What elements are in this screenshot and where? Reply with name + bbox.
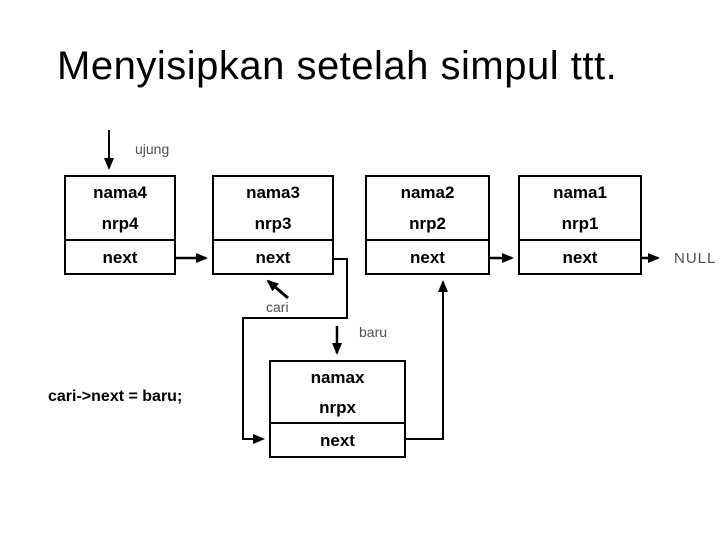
node-nrp: nrp2 [409, 214, 446, 233]
node-nama1: nama1 nrp1 next [518, 175, 642, 275]
code-statement: cari->next = baru; [48, 388, 183, 405]
node-data-section: nama4 nrp4 [66, 177, 174, 239]
baru-label: baru [359, 324, 388, 340]
cari-arrow [266, 279, 289, 300]
node-next-cell: next [520, 239, 640, 273]
node-nama3: nama3 nrp3 next [212, 175, 334, 275]
node-next-cell: next [214, 239, 332, 273]
node-data-section: nama2 nrp2 [367, 177, 488, 239]
node-nrp: nrp1 [561, 214, 599, 233]
node-nama4: nama4 nrp4 next [64, 175, 176, 275]
node-nrp: nrpx [319, 397, 356, 417]
node-name: namax [310, 367, 365, 387]
ujung-label: ujung [135, 141, 170, 157]
node-next-label: next [320, 430, 355, 450]
node-nrp: nrp3 [254, 214, 292, 233]
node-next-cell: next [66, 239, 174, 273]
node-namax-new: namax nrpx next [269, 360, 406, 458]
node-name: nama3 [246, 183, 300, 202]
node-next-label: next [562, 247, 598, 267]
node-nrp: nrp4 [101, 214, 139, 233]
node-next-cell: next [367, 239, 488, 273]
cari-label: cari [266, 299, 289, 315]
node-next-label: next [255, 247, 291, 267]
node-data-section: namax nrpx [271, 362, 404, 422]
node-name: nama2 [400, 183, 455, 202]
page-title: Menyisipkan setelah simpul ttt. [57, 44, 618, 88]
cari-next-to-baru-link [242, 258, 348, 444]
node-data-section: nama1 nrp1 [520, 177, 640, 239]
node-next-label: next [102, 247, 138, 267]
null-label: NULL [674, 250, 717, 267]
node-next-label: next [410, 247, 445, 267]
node-name: nama1 [553, 183, 607, 202]
node-nama2: nama2 nrp2 next [365, 175, 490, 275]
node-next-cell: next [271, 422, 404, 456]
node-name: nama4 [93, 183, 147, 202]
baru-next-to-nama2-link [388, 280, 448, 440]
node-data-section: nama3 nrp3 [214, 177, 332, 239]
